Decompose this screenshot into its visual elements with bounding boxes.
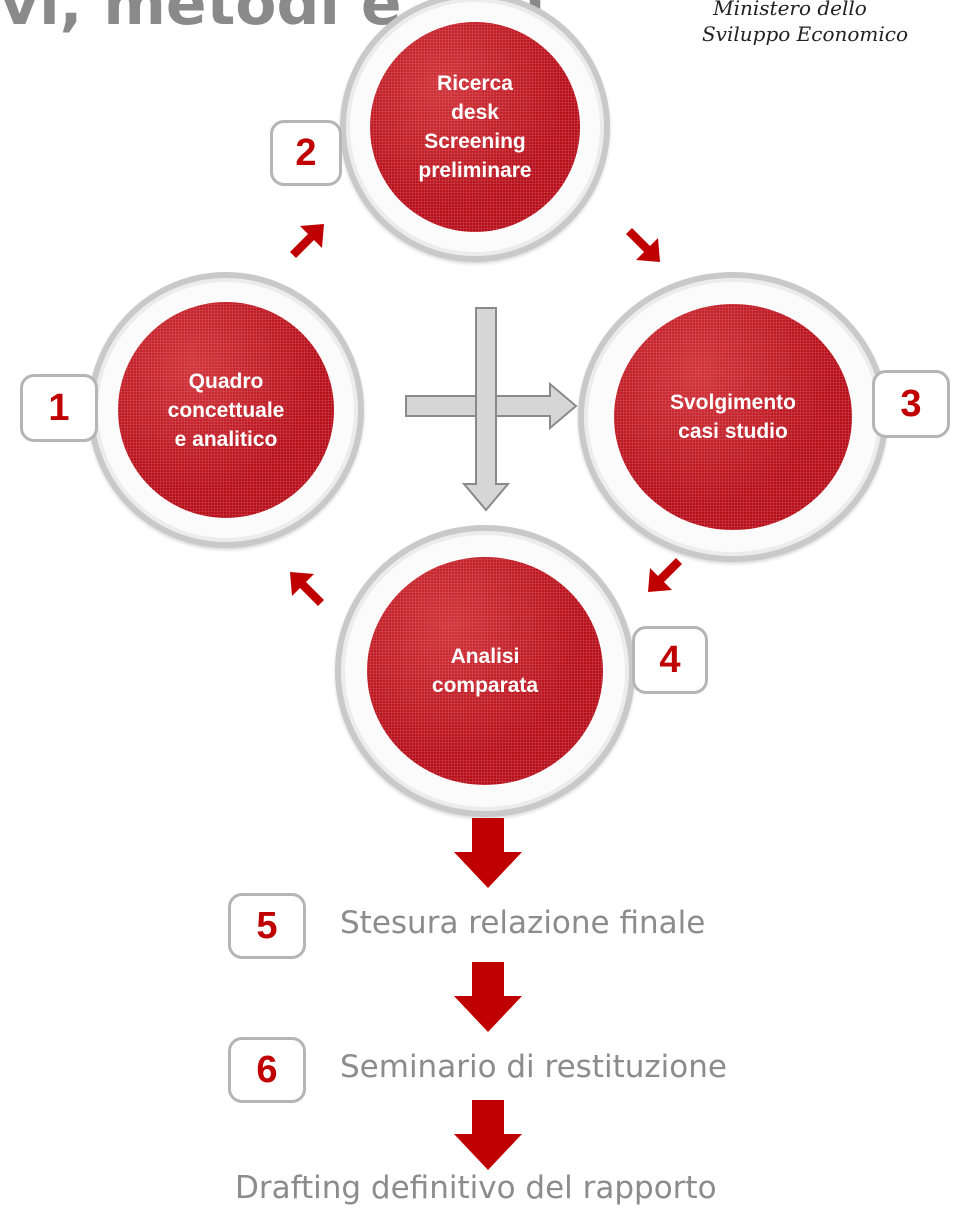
stage-3-circle: Svolgimento casi studio (578, 272, 888, 562)
down-arrow-to-step-5 (454, 818, 522, 888)
logo-line-2: Sviluppo Economico (701, 22, 909, 46)
arrow-3-to-4 (648, 558, 682, 592)
stage-2-core: Ricerca desk Screening preliminare (370, 22, 580, 232)
stage-1-badge: 1 (20, 374, 98, 442)
stage-1-circle: Quadro concettuale e analitico (88, 272, 364, 548)
step-6-label: Seminario di restituzione (340, 1049, 727, 1085)
stage-4-label: Analisi comparata (431, 645, 539, 697)
stage-1-label: Quadro concettuale e analitico (167, 369, 285, 451)
arrow-1-to-2 (290, 224, 324, 258)
final-step-label: Drafting definitivo del rapporto (235, 1170, 717, 1206)
logo-line-1: Ministero dello (713, 0, 867, 20)
stage-4-badge: 4 (632, 626, 708, 694)
stage-2-label: Ricerca desk Screening preliminare (418, 72, 532, 182)
stage-3-label: Svolgimento casi studio (669, 391, 796, 443)
stage-2-badge: 2 (270, 120, 342, 186)
stage-1-core: Quadro concettuale e analitico (118, 302, 334, 518)
ministry-logo: Ministero dello Sviluppo Economico (690, 0, 910, 70)
step-5-label: Stesura relazione finale (340, 905, 706, 941)
down-gray-arrow (461, 307, 511, 512)
stage-2-circle: Ricerca desk Screening preliminare (340, 0, 610, 262)
stage-3-badge: 3 (872, 370, 950, 438)
step-6-badge: 6 (228, 1037, 306, 1103)
arrow-4-to-1 (290, 572, 324, 606)
arrow-2-to-3 (626, 228, 660, 262)
stage-4-circle: Analisi comparata (335, 525, 635, 817)
down-arrow-to-step-6 (454, 962, 522, 1032)
step-5-badge: 5 (228, 893, 306, 959)
stage-4-core: Analisi comparata (367, 557, 603, 785)
down-arrow-to-final (454, 1100, 522, 1170)
stage-3-core: Svolgimento casi studio (614, 304, 852, 530)
center-cross-arrows (405, 307, 578, 512)
